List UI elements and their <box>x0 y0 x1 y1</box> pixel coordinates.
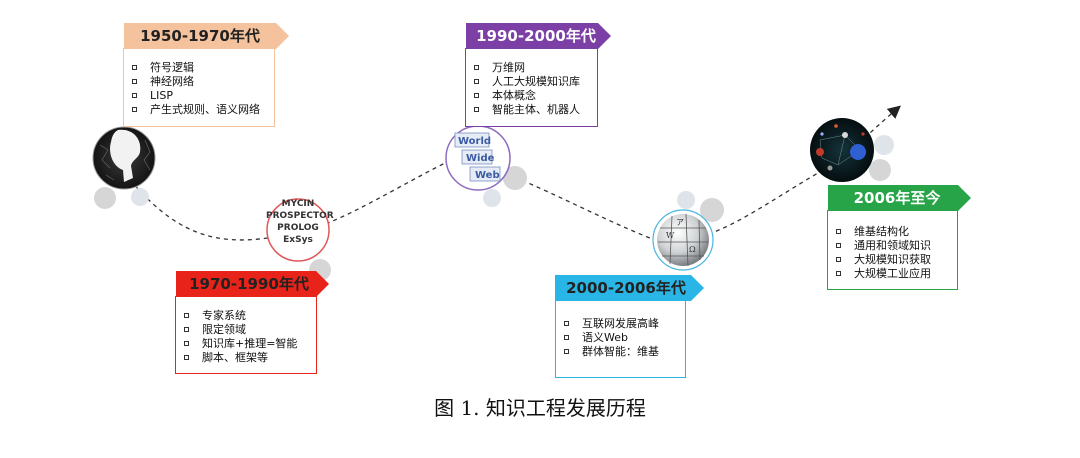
era-2006-items: 维基结构化 通用和领域知识 大规模知识获取 大规模工业应用 <box>832 225 931 281</box>
era-1970-label-shape <box>176 271 329 297</box>
list-item: 维基结构化 <box>832 225 931 239</box>
list-item: 知识库+推理=智能 <box>180 337 297 351</box>
list-item: 专家系统 <box>180 309 297 323</box>
list-item: 本体概念 <box>470 89 580 103</box>
list-item: 语义Web <box>560 331 659 345</box>
era-1950-label-shape <box>124 23 289 49</box>
era-box-1950: 符号逻辑 神经网络 LISP 产生式规则、语义网络 <box>123 48 275 127</box>
expert-systems-list: MYCIN PROSPECTOR PROLOG ExSys <box>266 198 334 246</box>
list-item: 符号逻辑 <box>128 61 260 75</box>
expert-systems-circle <box>266 198 330 262</box>
knowledge-graph-space-icon <box>810 118 874 182</box>
era-2000-label: 2000-2006年代 <box>566 279 686 297</box>
era-1990-items: 万维网 人工大规模知识库 本体概念 智能主体、机器人 <box>470 61 580 117</box>
expert-system-exsys: ExSys <box>283 235 313 245</box>
era-2000-items: 互联网发展高峰 语义Web 群体智能：维基 <box>560 317 659 359</box>
list-item: 大规模知识获取 <box>832 253 931 267</box>
era-box-1970: 专家系统 限定领域 知识库+推理=智能 脚本、框架等 <box>175 296 317 374</box>
era-1950-label: 1950-1970年代 <box>140 27 260 45</box>
era-2000-label-shape <box>555 275 704 301</box>
list-item: 限定领域 <box>180 323 297 337</box>
list-item: 脚本、框架等 <box>180 351 297 365</box>
world-wide-web-icon: World Wide Web <box>445 125 511 191</box>
list-item: 人工大规模知识库 <box>470 75 580 89</box>
list-item: 智能主体、机器人 <box>470 103 580 117</box>
era-1970-label: 1970-1990年代 <box>189 275 309 293</box>
era-box-2006: 维基结构化 通用和领域知识 大规模知识获取 大规模工业应用 <box>827 210 958 290</box>
era-1970-items: 专家系统 限定领域 知识库+推理=智能 脚本、框架等 <box>180 309 297 365</box>
list-item: 神经网络 <box>128 75 260 89</box>
svg-text:Ω: Ω <box>689 245 696 254</box>
list-item: 万维网 <box>470 61 580 75</box>
www-word-wide: Wide <box>466 153 495 164</box>
list-item: 产生式规则、语义网络 <box>128 103 260 117</box>
era-2006-label: 2006年至今 <box>853 189 941 207</box>
expert-system-prospector: PROSPECTOR <box>266 211 334 221</box>
list-item: LISP <box>128 89 260 103</box>
wikipedia-globe-icon: W Ω ア <box>652 209 714 271</box>
list-item: 群体智能：维基 <box>560 345 659 359</box>
expert-system-prolog: PROLOG <box>277 223 319 233</box>
svg-text:W: W <box>666 231 675 240</box>
head-silhouette-icon <box>92 126 156 190</box>
era-1990-label-shape <box>466 23 611 49</box>
svg-text:ア: ア <box>676 218 684 227</box>
era-1990-label: 1990-2000年代 <box>476 27 596 45</box>
www-word-world: World <box>458 136 491 147</box>
era-1950-items: 符号逻辑 神经网络 LISP 产生式规则、语义网络 <box>128 61 260 117</box>
figure-caption: 图 1. 知识工程发展历程 <box>434 396 646 420</box>
www-word-web: Web <box>475 170 500 181</box>
list-item: 通用和领域知识 <box>832 239 931 253</box>
era-box-1990: 万维网 人工大规模知识库 本体概念 智能主体、机器人 <box>465 48 598 127</box>
era-box-2000: 互联网发展高峰 语义Web 群体智能：维基 <box>555 300 686 378</box>
list-item: 互联网发展高峰 <box>560 317 659 331</box>
era-2006-label-shape <box>828 185 971 211</box>
list-item: 大规模工业应用 <box>832 267 931 281</box>
expert-system-mycin: MYCIN <box>281 199 315 209</box>
